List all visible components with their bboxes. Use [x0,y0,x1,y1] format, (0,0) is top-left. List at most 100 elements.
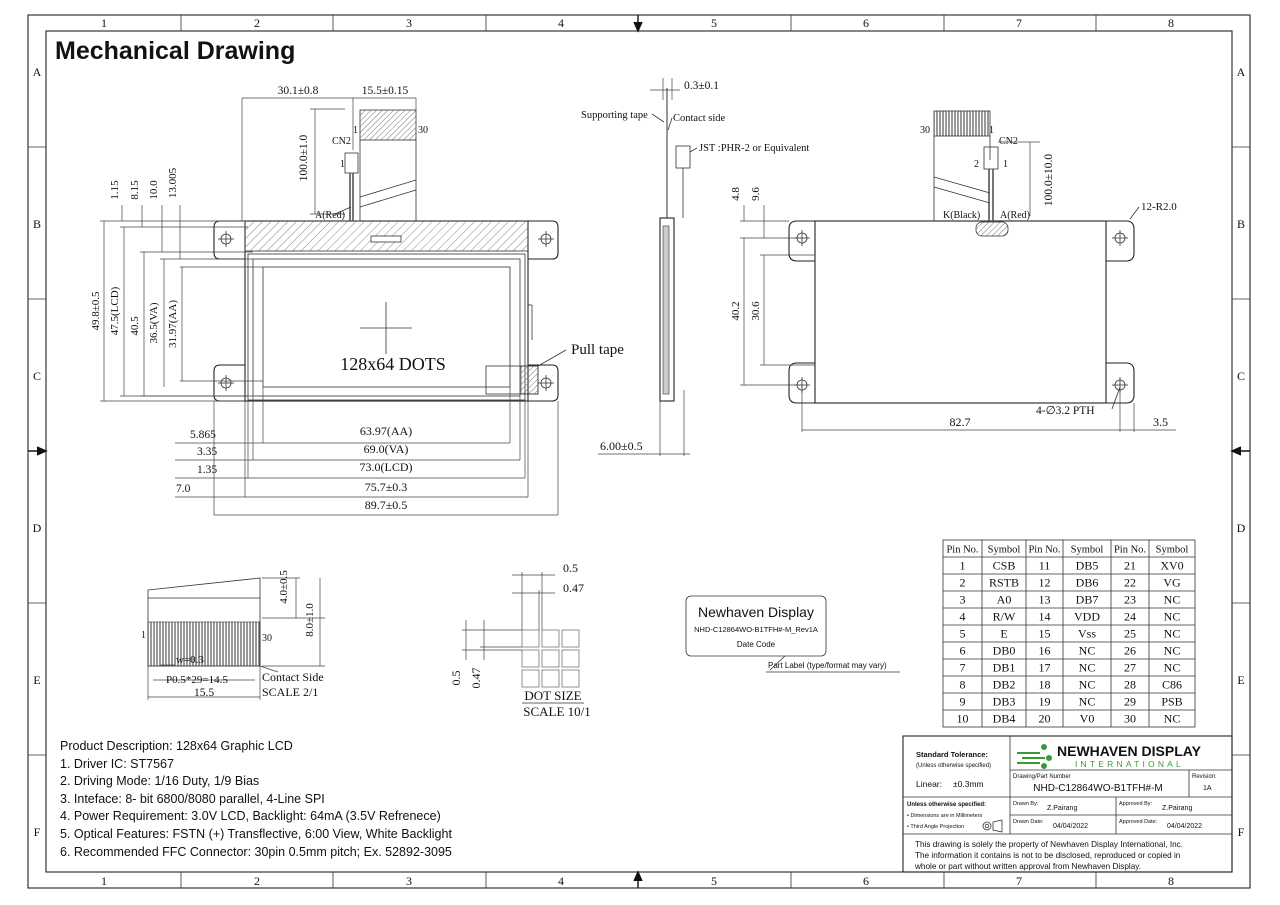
front-left-dim-lines [100,205,263,402]
title-prop-2: The information it contains is not to be… [915,851,1181,860]
ffc-detail-4-0: 4.0±0.5 [278,570,290,604]
title-drawn-date-label: Drawn Date: [1013,819,1044,825]
pin-number: 4 [960,610,966,624]
pin-table-header: Symbol [988,545,1021,556]
front-cn2-connector [344,152,359,174]
pin-number: 24 [1124,610,1136,624]
pin-number: 5 [960,627,966,641]
title-block: Standard Tolerance: (Unless otherwise sp… [902,735,1233,873]
col-label-2-top: 2 [254,16,260,30]
ffc-detail-contact-side: Contact Side [262,670,324,684]
nhd-logo-icon [1017,744,1052,769]
side-inner-layer [662,225,670,395]
title-rev-label: Revision: [1192,774,1217,780]
pin-number: 10 [957,712,969,726]
pin-table-header: Symbol [1156,545,1189,556]
row-label-e-right: E [1237,673,1244,687]
part-label-box [685,595,827,657]
rear-radius-leader [1129,206,1140,220]
title-block-frame [902,735,1233,873]
front-dim-31-97: 31.97(AA) [167,300,179,348]
pin-symbol: RSTB [989,576,1019,590]
title-dp-label: Drawing/Part Number [1013,774,1071,780]
rear-ffc-bend [933,176,991,204]
rear-ffc-connector [933,110,991,137]
title-linear-val: ±0.3mm [953,779,984,789]
rear-dim-3-5: 3.5 [1153,415,1168,429]
front-view: 128x64 DOTS Pull tape 1 30 CN2 1 A(Red) … [90,85,624,516]
pin-symbol: DB1 [993,661,1016,675]
pin-number: 6 [960,644,966,658]
pin-number: 18 [1039,678,1051,692]
title-approved-by: Z.Pairang [1162,805,1192,812]
pin-symbol: DB3 [993,695,1016,709]
front-dim-15-5: 15.5±0.15 [362,85,409,97]
rear-cn2-connector [983,146,999,170]
pin-number: 1 [960,559,966,573]
pin-table-header: Pin No. [1114,545,1146,556]
col-label-1-top: 1 [101,16,107,30]
front-ffc-bend [359,179,417,208]
front-center-text: 128x64 DOTS [340,354,446,374]
col-label-1-bottom: 1 [101,874,107,888]
front-dim-40-5: 40.5 [129,316,141,336]
part-label-leader [769,655,786,671]
pin-symbol: NC [1079,678,1096,692]
pin-number: 13 [1039,593,1051,607]
pin-number: 27 [1124,661,1136,675]
pin-symbol: NC [1164,712,1181,726]
pin-number: 25 [1124,627,1136,641]
front-dim-3-35: 3.35 [197,446,217,458]
front-ic-strip [244,220,529,252]
row-label-a-right: A [1237,65,1246,79]
row-label-c-right: C [1237,369,1245,383]
rear-dim-40-2: 40.2 [730,301,742,320]
title-std-tol: Standard Tolerance: [916,750,988,759]
col-label-5-top: 5 [711,16,717,30]
title-drawn-by-label: Drawn By: [1013,801,1039,807]
rear-view: 30 1 CN2 2 1 K(Black) A(Red) 100.0±10.0 … [730,110,1177,432]
pin-symbol: NC [1079,695,1096,709]
pin-symbol: V0 [1080,712,1095,726]
title-dp-value: NHD-C12864WO-B1TFH#-M [1033,783,1162,794]
pin-table-header: Pin No. [946,545,978,556]
pin-number: 11 [1039,559,1051,573]
front-pin1-label: 1 [353,125,358,136]
front-dim-ffc-len: 100.0±1.0 [298,134,310,181]
front-dim-36-5: 36.5(VA) [148,302,160,343]
pin-number: 22 [1124,576,1136,590]
front-a-red-leader [334,206,352,215]
front-dim-47-5: 47.5(LCD) [109,286,121,335]
title-drawn-by: Z.Pairang [1047,805,1077,812]
front-cn2-label: CN2 [332,136,351,147]
ffc-detail-8-0: 8.0±1.0 [304,603,316,637]
title-unless2: Unless otherwise specified: [907,802,986,808]
row-label-c-left: C [33,369,41,383]
pin-symbol: XV0 [1160,559,1183,573]
side-supporting-tape: Supporting tape [581,110,648,121]
front-dim-7-0: 7.0 [176,483,191,495]
ffc-detail-scale: SCALE 2/1 [262,685,318,699]
ffc-detail-w: w=0.3 [176,654,204,666]
zone-dividers [28,15,1250,888]
rear-cn2-label: CN2 [999,136,1018,147]
pin-symbol: DB2 [993,678,1016,692]
front-dim-75-7: 75.7±0.3 [365,480,408,494]
part-label-brand: Newhaven Display [698,604,814,620]
pin-symbol: A0 [997,593,1012,607]
note-line: 4. Power Requirement: 3.0V LCD, Backligh… [60,809,441,824]
side-thickness: 6.00±0.5 [600,439,643,453]
title-approved-by-label: Approved By: [1119,801,1152,807]
pin-number: 3 [960,593,966,607]
pin-symbol: DB5 [1076,559,1099,573]
pin-number: 21 [1124,559,1136,573]
dot-dim-0-47: 0.47 [563,581,584,595]
col-label-8-top: 8 [1168,16,1174,30]
part-label-date: Date Code [737,640,776,649]
title-company: NEWHAVEN DISPLAY [1057,743,1202,759]
note-line: 5. Optical Features: FSTN (+) Transflect… [60,826,452,841]
pin-table-frame [942,539,1196,728]
page-title: Mechanical Drawing [55,37,295,65]
title-projection: • Third Angle Projection [907,824,964,830]
